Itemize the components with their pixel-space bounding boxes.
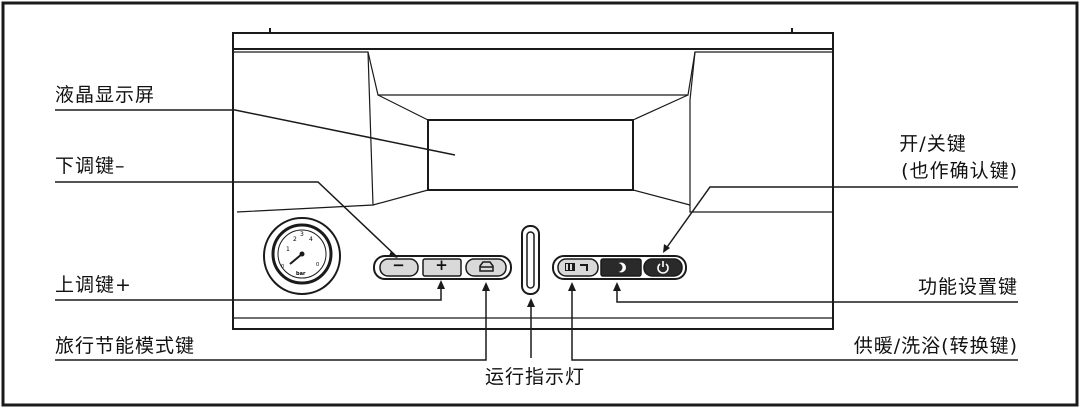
plus-symbol: + bbox=[435, 256, 449, 274]
leader-power bbox=[664, 186, 1018, 251]
left-button-group bbox=[373, 255, 512, 280]
gauge-tick-3: 3 bbox=[300, 231, 304, 238]
label-heat-bath-key: 供暖/洗浴(转换键) bbox=[853, 335, 1018, 357]
gauge-mark-0: 0 bbox=[281, 264, 284, 270]
leader-lcd bbox=[55, 109, 456, 156]
label-eco-key: 旅行节能模式键 bbox=[55, 335, 196, 357]
moon-icon bbox=[613, 262, 626, 273]
device-housing bbox=[232, 28, 834, 330]
leader-down-key bbox=[55, 181, 397, 257]
gauge-tick-4: 4 bbox=[309, 236, 313, 243]
car-icon bbox=[479, 261, 494, 272]
label-down-key: 下调键– bbox=[55, 155, 126, 177]
label-power-key-line2: (也作确认键) bbox=[901, 160, 1018, 182]
radiator-tap-icon bbox=[565, 263, 588, 271]
gauge-tick-1: 1 bbox=[286, 246, 290, 253]
label-up-key: 上调键+ bbox=[55, 274, 132, 296]
pressure-gauge: 0 2 3 4 1 bar 0 bbox=[263, 217, 341, 295]
label-function-key: 功能设置键 bbox=[917, 276, 1018, 298]
label-power-key-line1: 开/关键 bbox=[899, 133, 967, 155]
label-lcd: 液晶显示屏 bbox=[55, 84, 156, 106]
gauge-mark-6: 0 bbox=[316, 262, 319, 268]
gauge-tick-2: 2 bbox=[293, 236, 297, 243]
lcd-window bbox=[427, 119, 634, 191]
right-button-group bbox=[552, 255, 687, 280]
leader-eco-key bbox=[55, 284, 487, 361]
gauge-unit-label: bar bbox=[296, 271, 306, 277]
label-run-light: 运行指示灯 bbox=[484, 366, 585, 388]
leader-heat-bath bbox=[571, 284, 1018, 361]
power-icon bbox=[657, 261, 669, 274]
run-indicator-light bbox=[521, 225, 540, 295]
arrowheads bbox=[389, 244, 670, 307]
minus-symbol: − bbox=[392, 256, 406, 274]
